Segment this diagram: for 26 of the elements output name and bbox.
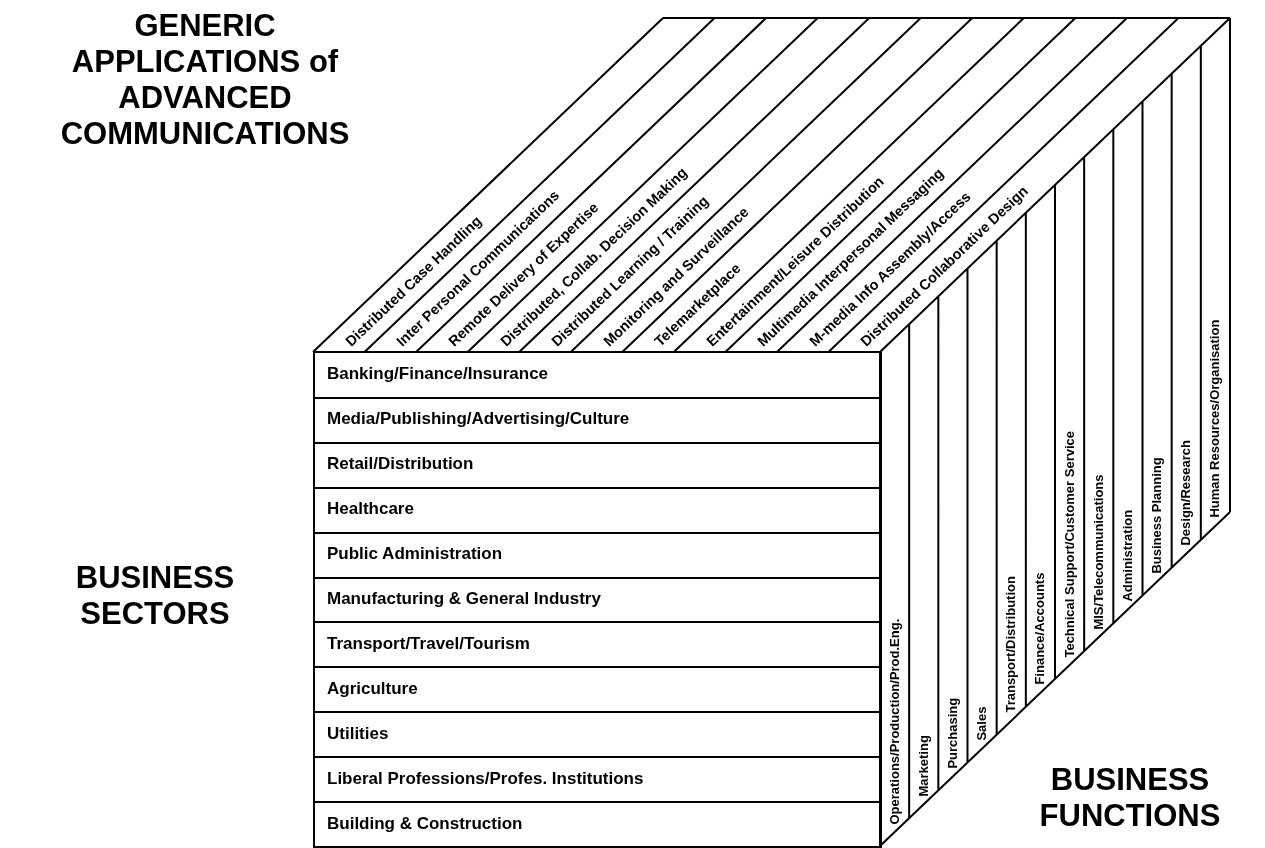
axis-heading: BUSINESS SECTORS — [74, 560, 236, 632]
sector-row: Agriculture — [313, 666, 882, 714]
sector-row: Transport/Travel/Tourism — [313, 621, 882, 669]
sector-row: Banking/Finance/Insurance — [313, 352, 882, 399]
function-label: Purchasing — [938, 282, 968, 777]
function-label: Transport/Distribution — [996, 226, 1026, 721]
sector-row: Manufacturing & General Industry — [313, 576, 882, 624]
function-label: Administration — [1113, 115, 1143, 610]
sector-row: Public Administration — [313, 531, 882, 579]
sector-row: Media/Publishing/Advertising/Culture — [313, 396, 882, 444]
function-label: Sales — [967, 254, 997, 749]
sector-row: Retail/Distribution — [313, 441, 882, 489]
function-label: Operations/Production/Prod.Eng. — [880, 338, 910, 833]
sector-row: Liberal Professions/Profes. Institutions — [313, 756, 882, 804]
function-label: Business Planning — [1142, 87, 1172, 582]
axis-heading: BUSINESS FUNCTIONS — [1038, 762, 1222, 834]
function-label: Design/Research — [1171, 59, 1201, 554]
function-label: Human Resources/Organisation — [1200, 31, 1230, 526]
sector-row: Building & Construction — [313, 801, 882, 848]
function-label: Marketing — [909, 310, 939, 805]
function-label: Finance/Accounts — [1025, 198, 1055, 693]
function-label: MIS/Telecommunications — [1084, 143, 1114, 638]
sector-row: Utilities — [313, 711, 882, 759]
function-label: Technical Support/Customer Service — [1055, 171, 1085, 666]
sector-row: Healthcare — [313, 486, 882, 534]
axis-heading: GENERIC APPLICATIONS of ADVANCED COMMUNICATIONS — [59, 8, 351, 152]
